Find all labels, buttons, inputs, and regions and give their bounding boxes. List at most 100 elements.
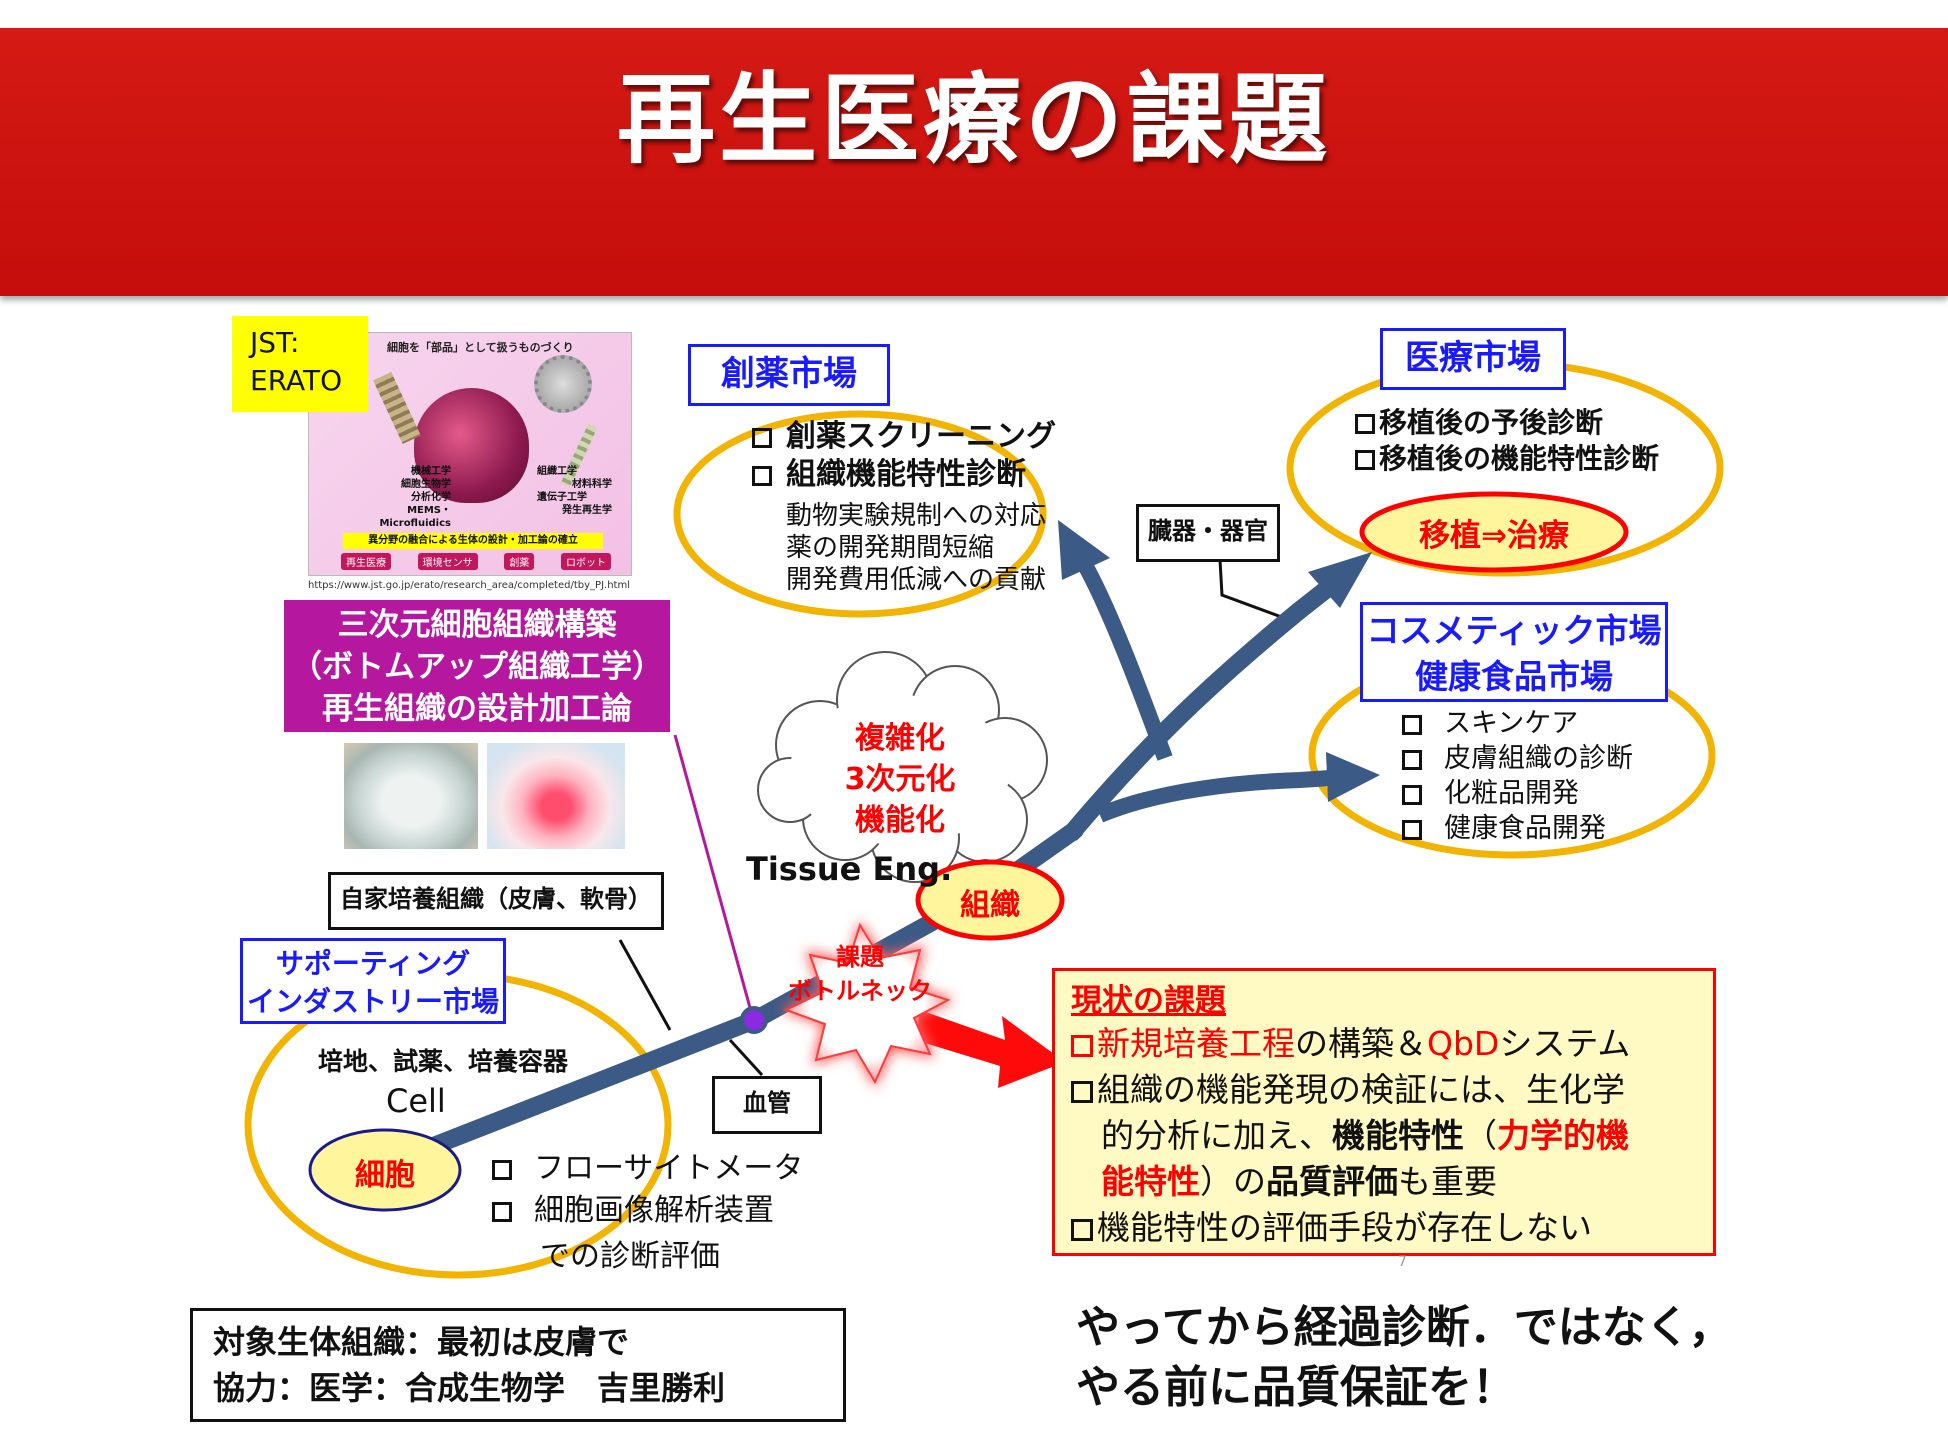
checkbox-icon	[1071, 1218, 1093, 1241]
issue-text: システム	[1499, 1024, 1631, 1063]
checkbox-icon	[1402, 784, 1422, 805]
jst-field: MEMS・Microfluidics	[379, 505, 451, 529]
jst-chip: 創薬	[504, 553, 535, 570]
list-item-label: 創薬スクリーニング	[786, 419, 1056, 454]
arrowhead-cosmetic	[1326, 752, 1380, 802]
bottleneck-text: 課題 ボトルネック	[770, 940, 950, 1008]
title-line: 健康食品市場	[1415, 657, 1613, 696]
slogan-line: やってから経過診断．ではなく，	[1076, 1302, 1733, 1353]
jst-field: 遺伝子工学	[537, 492, 587, 503]
list-item-label: 皮膚組織の診断	[1444, 743, 1633, 774]
checkbox-icon	[492, 1159, 512, 1180]
arrowhead-medical	[1308, 552, 1372, 608]
vessel-label: 血管	[712, 1076, 822, 1134]
cell-pill-label: 細胞	[355, 1158, 415, 1193]
title-banner	[0, 28, 1948, 296]
issue-line: 機能特性の評価手段が存在しない	[1071, 1205, 1713, 1251]
issue-text: の構築＆	[1295, 1024, 1427, 1063]
heart-graphic	[414, 388, 529, 503]
organ-pointer-line	[1218, 559, 1296, 624]
transplant-pill-shape	[1359, 491, 1629, 573]
jst-label: JST: ERATO	[232, 316, 368, 412]
list-item: 移植後の機能特性診断	[1355, 441, 1659, 477]
medical-market-title: 医療市場	[1380, 328, 1566, 390]
note-line: 開発費用低減への貢献	[786, 565, 1047, 595]
page-number: 7	[1398, 1254, 1407, 1270]
jst-field: 発生再生学	[562, 505, 612, 516]
autologous-tissue-label: 自家培養組織（皮膚、軟骨）	[328, 872, 664, 930]
jst-chips: 再生医療 環境センサ 創薬 ロボット	[341, 553, 611, 570]
list-item: 化粧品開発	[1402, 776, 1633, 811]
supplies-text: 培地、試薬、培養容器	[318, 1047, 569, 1076]
note-line: 動物実験規制への対応	[786, 501, 1047, 531]
page-title: 再生医療の課題	[616, 63, 1331, 177]
list-item-label: 健康食品開発	[1444, 813, 1606, 844]
checkbox-icon	[1402, 819, 1422, 840]
jst-field: 細胞生物学	[401, 479, 451, 490]
cloud-line: 複雑化	[855, 721, 945, 756]
target-line: 対象生体組織：最初は皮膚で	[213, 1323, 630, 1361]
jst-fields-right: 組織工学 材料科学 遺伝子工学 発生再生学	[537, 465, 612, 517]
issue-text: 新規培養工程	[1097, 1024, 1295, 1063]
bottleneck-node	[740, 1006, 768, 1034]
organ-label: 臓器・器官	[1136, 504, 1280, 562]
list-item-tail: での診断評価	[540, 1239, 720, 1274]
issue-text: 能特性	[1101, 1162, 1200, 1201]
issue-text: も重要	[1398, 1162, 1497, 1201]
jst-url: https://www.jst.go.jp/erato/research_are…	[308, 580, 630, 591]
jst-fields-left: 機械工学 細胞生物学 分析化学 MEMS・Microfluidics	[361, 465, 451, 530]
jst-chip: 環境センサ	[417, 553, 478, 570]
support-market-items: フローサイトメータ 細胞画像解析装置 での診断評価	[492, 1148, 803, 1278]
issues-title: 現状の課題	[1071, 983, 1226, 1019]
checkbox-icon	[752, 465, 772, 486]
magenta-line: （ボトムアップ組織工学）	[291, 649, 663, 685]
drug-market-notes: 動物実験規制への対応 薬の開発期間短縮 開発費用低減への貢献	[786, 500, 1046, 596]
issue-text: 機能特性の評価手段が存在しない	[1097, 1208, 1592, 1247]
list-item-label: フローサイトメータ	[534, 1151, 804, 1186]
growth-arrow-branch-cosmetic	[1096, 770, 1331, 823]
title-line: インダストリー市場	[246, 985, 499, 1018]
issue-line: 新規培養工程の構築＆QbDシステム	[1071, 1021, 1713, 1067]
growth-arrow-branch-organ	[1063, 580, 1334, 841]
red-issue-arrow	[915, 1010, 1065, 1088]
issue-line: 組織の機能発現の検証には、生化学	[1071, 1067, 1713, 1113]
issue-text: ）の	[1200, 1162, 1266, 1201]
bottleneck-line: ボトルネック	[788, 977, 932, 1005]
checkbox-icon	[1071, 1034, 1093, 1057]
magenta-pointer-line	[673, 734, 754, 1016]
petri-dish-photo	[344, 743, 478, 849]
medical-market-items: 移植後の予後診断 移植後の機能特性診断	[1355, 405, 1659, 477]
bottom-up-tissue-engineering-box: 三次元細胞組織構築 （ボトムアップ組織工学） 再生組織の設計加工論	[284, 600, 670, 732]
list-item: 細胞画像解析装置	[492, 1190, 803, 1232]
jst-chip: ロボット	[560, 553, 611, 570]
list-item-label: 細胞画像解析装置	[534, 1193, 774, 1228]
list-item-label: 移植後の機能特性診断	[1379, 442, 1660, 475]
drug-market-ellipse	[673, 410, 1047, 618]
bottleneck-starburst	[780, 920, 955, 1088]
target-line: 協力：医学：合成生物学 吉里勝利	[213, 1369, 726, 1407]
list-item: フローサイトメータ	[492, 1148, 803, 1190]
issue-text: 機能特性	[1332, 1116, 1464, 1155]
tissue-eng-label: Tissue Eng.	[746, 850, 953, 888]
jst-field: 組織工学	[537, 466, 577, 477]
list-item: 健康食品開発	[1402, 811, 1633, 846]
screw-graphic	[373, 372, 421, 444]
issue-line: 能特性）の品質評価も重要	[1071, 1159, 1713, 1205]
cell-pill-shape	[308, 1128, 462, 1212]
issue-text: 的分析に加え、	[1101, 1116, 1332, 1155]
slogan-line: やる前に品質保証を！	[1076, 1362, 1516, 1413]
tissue-pill-label: 組織	[960, 888, 1020, 923]
list-item-label: スキンケア	[1444, 708, 1579, 739]
arrowhead-drug	[1058, 520, 1110, 580]
checkbox-icon	[1071, 1080, 1093, 1103]
gear-graphic	[534, 355, 592, 413]
jst-field: 機械工学	[411, 466, 451, 477]
title-line: コスメティック市場	[1366, 611, 1662, 650]
drug-market-title: 創薬市場	[688, 344, 890, 406]
list-item: 創薬スクリーニング	[752, 418, 1056, 456]
jst-banner: 異分野の融合による生体の設計・加工論の確立	[343, 533, 603, 549]
cloud-line: 機能化	[855, 803, 945, 838]
bottleneck-line: 課題	[836, 943, 884, 971]
vessel-pointer-line	[728, 1038, 764, 1077]
